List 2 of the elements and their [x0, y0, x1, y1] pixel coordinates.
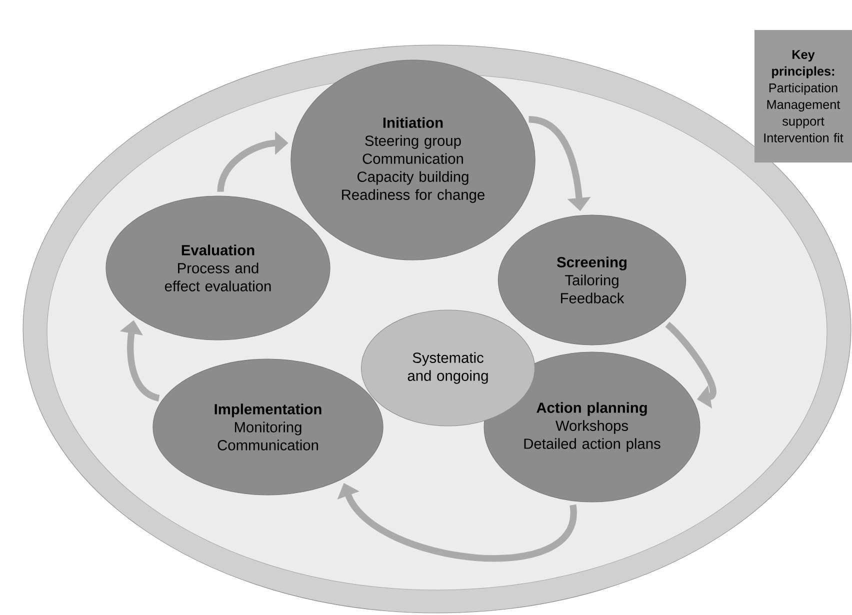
principles-box: Key principles: Participation Management support Intervention fit	[754, 30, 852, 163]
curved-arrow	[665, 322, 716, 409]
